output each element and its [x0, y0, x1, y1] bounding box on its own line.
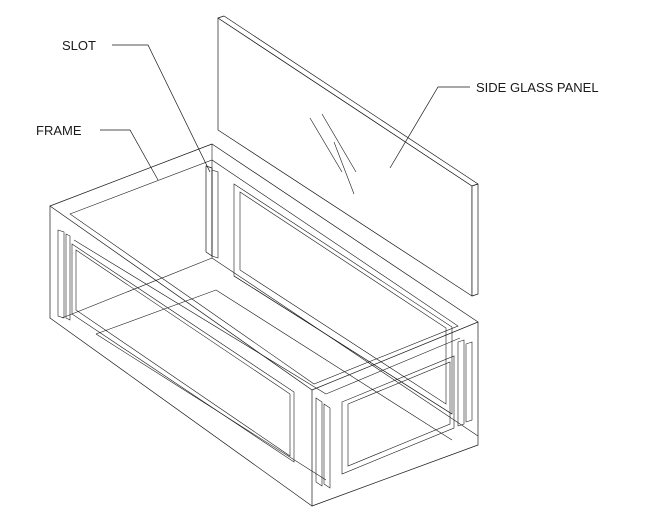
side-glass-panel: [217, 15, 479, 297]
leader-slot: [112, 44, 211, 173]
back-panel-window-outer: [233, 183, 453, 415]
frame-inner-mid-rail: [73, 239, 327, 395]
frame-box: [49, 143, 479, 507]
end-panel-window-inner: [347, 361, 451, 467]
corner-slots: [57, 165, 473, 489]
frame-inner-bottom-rail-b: [215, 289, 453, 441]
frame-edge-bottom-right: [311, 444, 479, 507]
slot-left-corner: [57, 229, 65, 319]
slot-right-corner: [457, 339, 465, 427]
slot-right-corner-b: [465, 341, 473, 423]
label-slot: SLOT: [62, 38, 96, 53]
leader-frame: [100, 129, 159, 181]
slot-glass-receiver: [205, 165, 213, 257]
glass-glint-3: [333, 141, 355, 195]
slot-left-corner-b: [65, 233, 71, 321]
slot-glass-receiver-b: [211, 169, 219, 259]
end-panel-window-outer: [341, 355, 455, 475]
frame-inner-rim: [69, 159, 459, 385]
front-panel-window-inner: [75, 249, 291, 457]
frame-inner-mid-rail-b: [325, 337, 461, 395]
slot-front-center: [315, 397, 323, 487]
glass-glint-1: [309, 117, 343, 173]
leader-side-glass-panel: [389, 86, 470, 169]
frame-inner-bottom-rail-a: [95, 289, 217, 335]
slot-front-center-b: [323, 403, 331, 489]
leaders: [100, 44, 470, 181]
glass-panel-side-edge: [471, 183, 479, 297]
glass-glint-2: [321, 113, 357, 173]
label-side-glass-panel: SIDE GLASS PANEL: [476, 80, 599, 95]
frame-inner-bottom-left: [61, 257, 213, 319]
frame-inner-bottom-back: [211, 257, 479, 437]
front-panel-window-outer: [71, 243, 295, 463]
label-frame: FRAME: [36, 123, 82, 138]
back-panel-window-inner: [239, 191, 447, 405]
frame-edge-bottom-left: [49, 317, 313, 507]
